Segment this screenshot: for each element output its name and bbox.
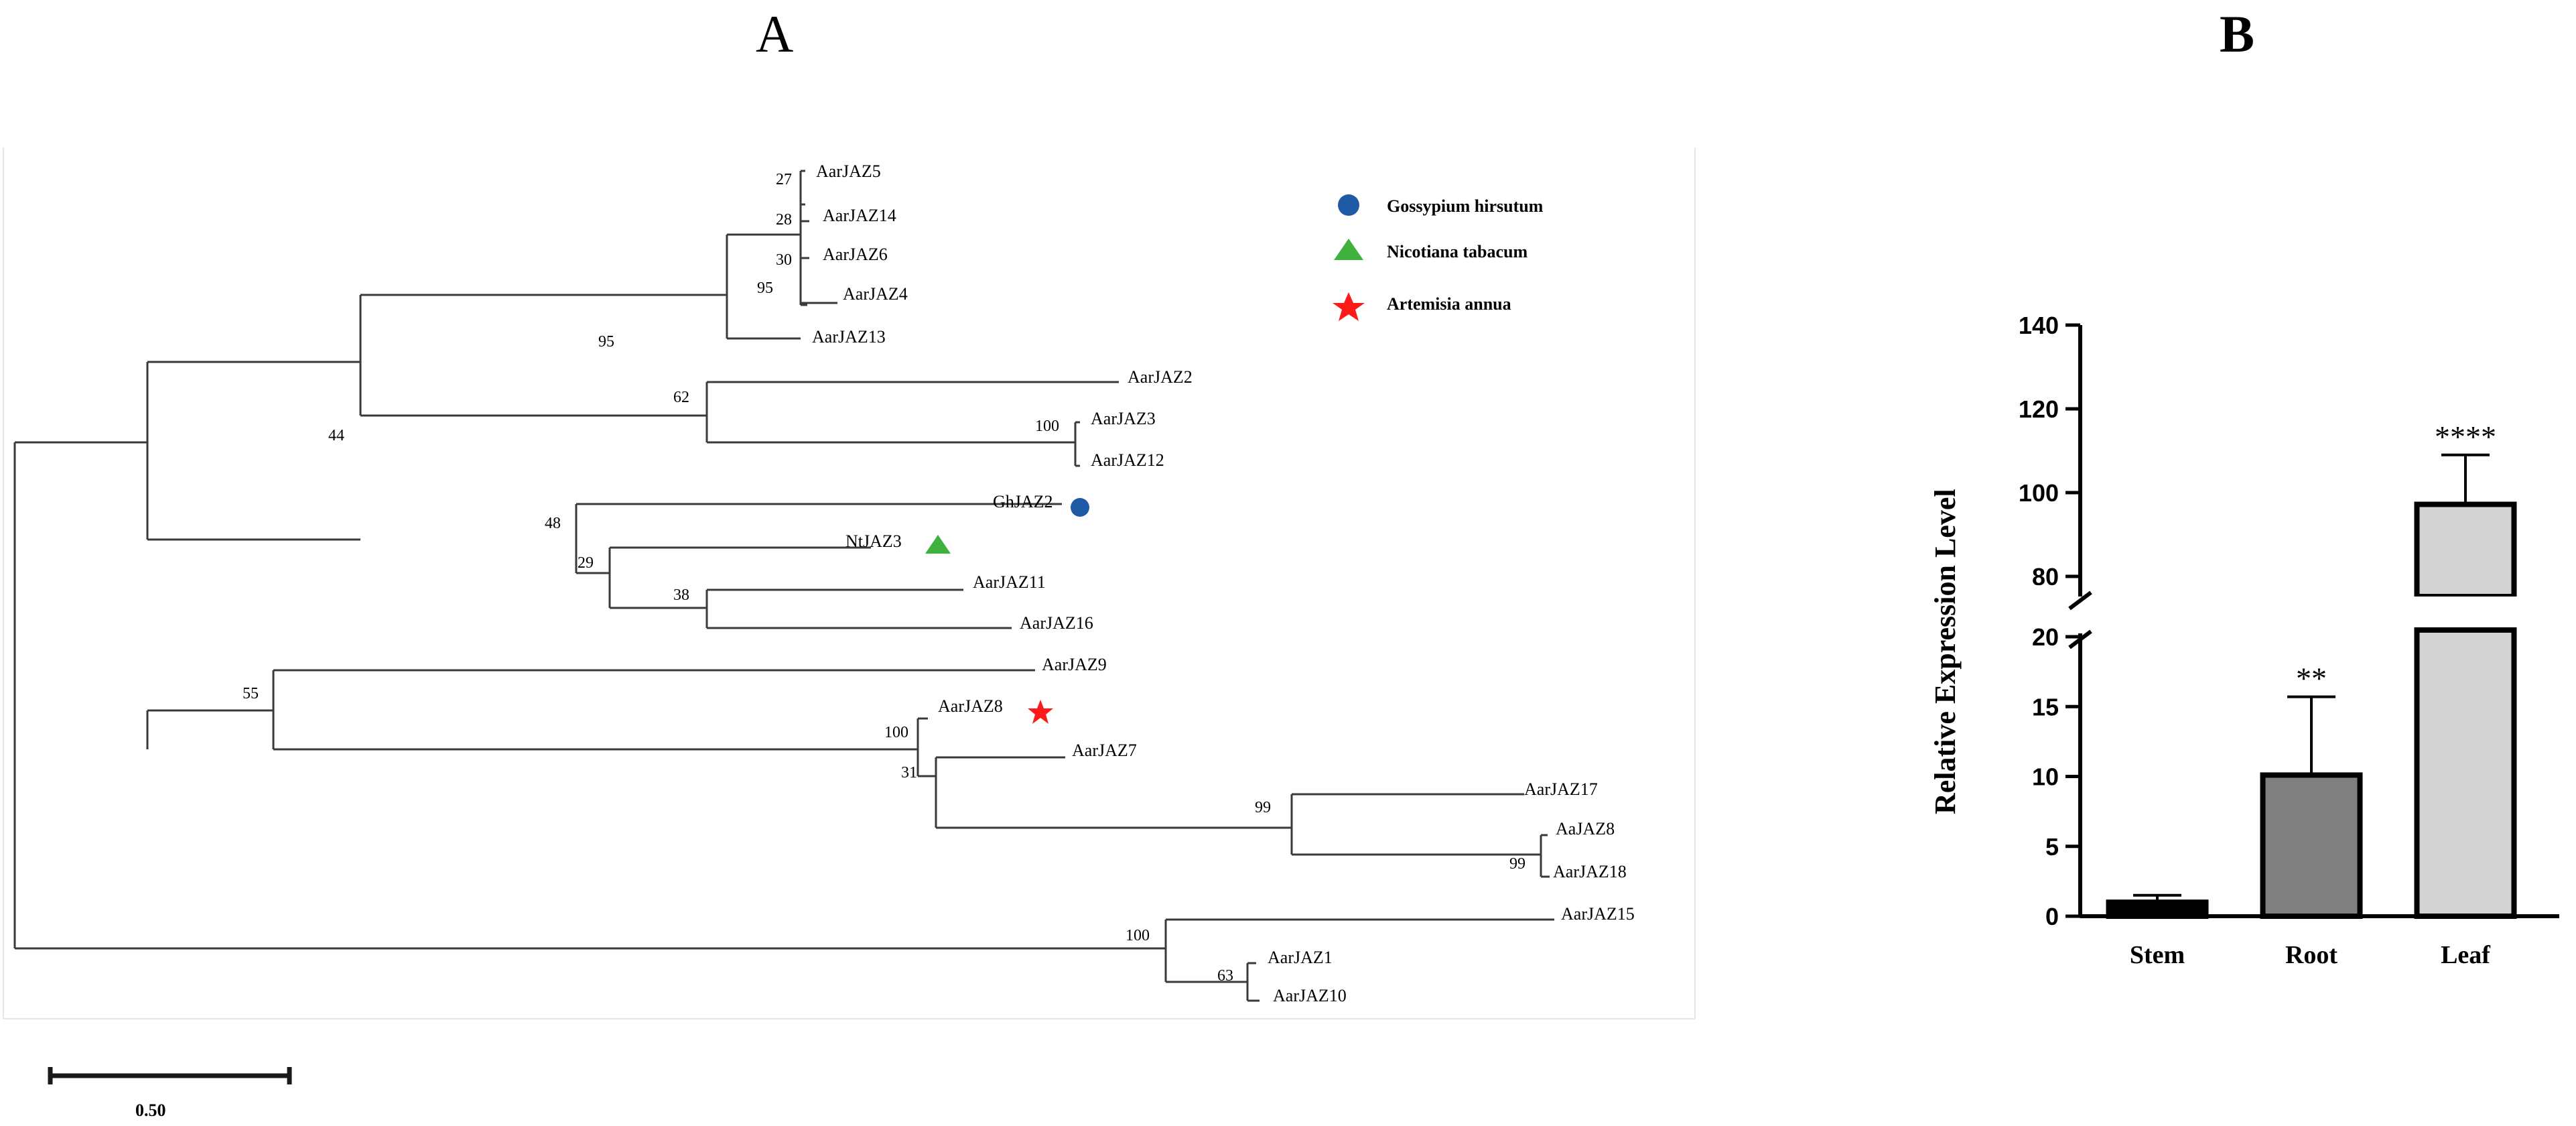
tree-leaf-label: AaJAZ8 bbox=[1556, 819, 1615, 838]
y-tick-label: 20 bbox=[2032, 623, 2059, 651]
tree-leaf-label: AarJAZ15 bbox=[1561, 904, 1635, 924]
bootstrap-value: 100 bbox=[1126, 927, 1150, 944]
bar-root bbox=[2260, 772, 2363, 920]
tree-leaf-label: AarJAZ13 bbox=[812, 327, 886, 347]
species-marker-ntjaz3 bbox=[925, 535, 951, 554]
bootstrap-value: 95 bbox=[757, 279, 773, 297]
tree-leaf-label: AarJAZ14 bbox=[823, 206, 896, 225]
tree-leaf-label: GhJAZ2 bbox=[993, 492, 1053, 511]
y-tick-label: 120 bbox=[2019, 395, 2059, 423]
x-tick-label: Leaf bbox=[2441, 941, 2491, 969]
y-tick-label: 5 bbox=[2045, 833, 2059, 861]
bootstrap-value: 62 bbox=[673, 389, 689, 406]
legend-marker-artemisia bbox=[1333, 292, 1365, 321]
bootstrap-value: 31 bbox=[901, 764, 917, 781]
bootstrap-value: 99 bbox=[1509, 855, 1526, 873]
significance-label: ** bbox=[2296, 662, 2327, 696]
scale-bar-label: 0.50 bbox=[135, 1101, 166, 1120]
tree-leaf-label: AarJAZ8 bbox=[938, 696, 1003, 716]
y-tick-label: 140 bbox=[2019, 312, 2059, 339]
y-tick-label: 10 bbox=[2032, 763, 2059, 791]
legend-label-artemisia: Artemisia annua bbox=[1387, 294, 1511, 314]
bootstrap-value: 48 bbox=[545, 515, 561, 532]
bar-stem bbox=[2106, 899, 2209, 920]
bootstrap-value: 27 bbox=[776, 171, 792, 188]
tree-leaf-label: AarJAZ5 bbox=[816, 162, 881, 181]
tree-leaf-label: AarJAZ4 bbox=[843, 284, 908, 304]
bars: Stem ** Root **** Leaf bbox=[2106, 420, 2518, 969]
species-marker-aarjaz8 bbox=[1028, 700, 1053, 724]
legend-label-nicotiana: Nicotiana tabacum bbox=[1387, 242, 1528, 261]
panel-label-a: A bbox=[756, 5, 794, 63]
bar-leaf-lower bbox=[2414, 627, 2517, 919]
tree-frame bbox=[3, 147, 1696, 1019]
legend: Gossypium hirsutum Nicotiana tabacum Art… bbox=[1333, 194, 1544, 321]
bootstrap-value: 44 bbox=[328, 427, 344, 444]
tree-leaf-label: AarJAZ12 bbox=[1091, 450, 1164, 470]
axis-break-mark bbox=[2068, 590, 2092, 611]
y-tick-label: 15 bbox=[2032, 693, 2059, 721]
tree-leaf-label: AarJAZ6 bbox=[823, 245, 888, 264]
bootstrap-value: 28 bbox=[776, 211, 792, 229]
legend-label-gossypium: Gossypium hirsutum bbox=[1387, 196, 1544, 216]
tree-leaf-label: NtJAZ3 bbox=[845, 531, 902, 551]
y-tick-label: 80 bbox=[2032, 563, 2059, 590]
legend-marker-nicotiana bbox=[1334, 239, 1363, 260]
panel-label-b: B bbox=[2220, 5, 2255, 63]
bootstrap-value: 99 bbox=[1255, 799, 1271, 816]
bootstrap-value: 63 bbox=[1217, 967, 1233, 985]
bootstrap-value: 100 bbox=[884, 724, 908, 741]
bootstrap-value: 38 bbox=[673, 586, 689, 604]
tree-leaf-labels: AarJAZ5AarJAZ14AarJAZ6AarJAZ4AarJAZ13Aar… bbox=[812, 162, 1635, 1005]
tree-leaf-label: AarJAZ9 bbox=[1042, 655, 1107, 674]
significance-label: **** bbox=[2435, 420, 2496, 454]
x-tick-label: Stem bbox=[2130, 941, 2185, 969]
bootstrap-value: 29 bbox=[578, 554, 594, 572]
bootstrap-value: 95 bbox=[598, 333, 614, 351]
x-tick-label: Root bbox=[2285, 941, 2337, 969]
bootstrap-value: 100 bbox=[1035, 418, 1059, 435]
bootstrap-value: 55 bbox=[243, 685, 259, 702]
tree-leaf-label: AarJAZ2 bbox=[1128, 367, 1193, 387]
tree-leaf-label: AarJAZ11 bbox=[973, 572, 1046, 592]
bar-break-gap bbox=[2413, 597, 2518, 627]
species-marker-ghjaz2 bbox=[1071, 498, 1089, 517]
axis-break-mark bbox=[2068, 629, 2092, 649]
y-axis-label: Relative Expression Level bbox=[1929, 489, 1962, 814]
legend-marker-gossypium bbox=[1338, 194, 1359, 216]
y-tick-label: 0 bbox=[2045, 903, 2059, 930]
tree-branches bbox=[13, 170, 1554, 1002]
tree-leaf-label: AarJAZ17 bbox=[1524, 779, 1598, 799]
tree-leaf-label: AarJAZ16 bbox=[1020, 613, 1093, 633]
y-tick-label: 100 bbox=[2019, 479, 2059, 507]
scale-bar: 0.50 bbox=[48, 1067, 292, 1120]
tree-leaf-label: AarJAZ18 bbox=[1553, 862, 1627, 881]
tree-leaf-label: AarJAZ10 bbox=[1273, 986, 1347, 1005]
tree-leaf-label: AarJAZ3 bbox=[1091, 409, 1156, 428]
bar-leaf-upper bbox=[2414, 501, 2517, 599]
tree-leaf-label: AarJAZ7 bbox=[1072, 741, 1137, 760]
bootstrap-value: 30 bbox=[776, 251, 792, 269]
tree-leaf-label: AarJAZ1 bbox=[1268, 948, 1333, 967]
